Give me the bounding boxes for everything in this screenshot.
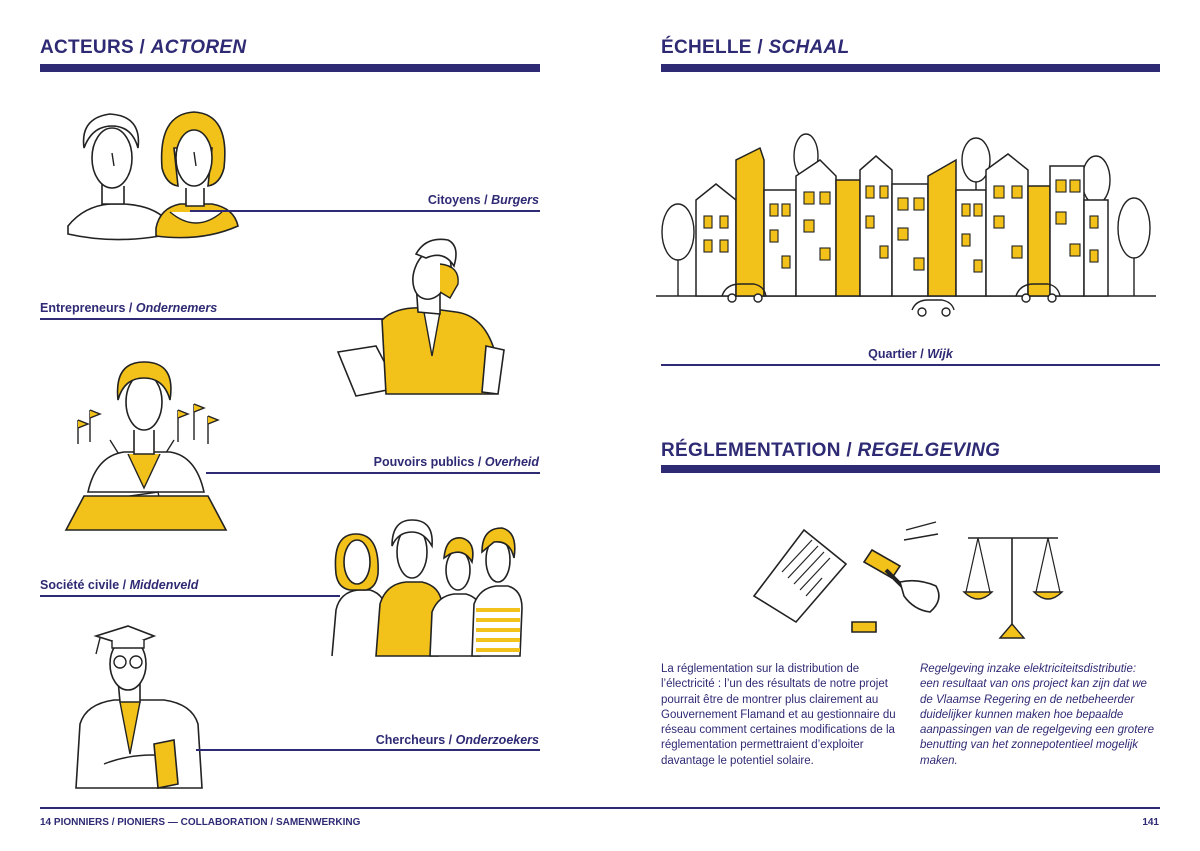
heading-rule [661, 64, 1160, 72]
actor-rule-government [206, 472, 540, 474]
actor-label-citizens: Citoyens / Burgers [427, 193, 539, 207]
researcher-illustration [75, 625, 203, 789]
section-heading-scale: ÉCHELLE / SCHAAL [661, 37, 850, 58]
actor-label-entrepreneurs: Entrepreneurs / Ondernemers [40, 301, 218, 315]
actor-label-civil-society: Société civile / Middenveld [40, 578, 199, 592]
document-icon [752, 528, 848, 624]
actor-label-researchers: Chercheurs / Onderzoekers [375, 733, 539, 747]
regulation-text-fr: La réglementation sur la distribution de… [661, 663, 896, 767]
citizens-illustration [67, 111, 239, 241]
scale-caption: Quartier / Wijk [868, 347, 953, 361]
page-number: 141 [1142, 817, 1159, 828]
scale-caption-rule [661, 364, 1160, 366]
section-heading-actors: ACTEURS / ACTOREN [40, 37, 247, 58]
section-heading-regulation: RÉGLEMENTATION / REGELGEVING [661, 440, 1001, 461]
gavel-icon [851, 521, 940, 633]
civil-society-illustration [331, 519, 523, 657]
heading-rule [40, 64, 540, 72]
heading-rule [661, 465, 1160, 473]
government-illustration [64, 361, 228, 531]
footer-rule [40, 807, 1160, 809]
footer-running-title: 14 PIONNIERS / PIONIERS — COLLABORATION … [40, 817, 361, 828]
entrepreneur-illustration [336, 238, 505, 397]
actor-label-government: Pouvoirs publics / Overheid [373, 455, 539, 469]
actor-rule-entrepreneurs [40, 318, 400, 320]
actor-rule-civil-society [40, 595, 340, 597]
scales-icon [962, 537, 1064, 639]
regulation-text-nl: Regelgeving inzake elektriciteitsdistrib… [920, 663, 1155, 767]
actor-rule-researchers [196, 749, 540, 751]
neighbourhood-illustration [656, 133, 1156, 317]
actor-rule-citizens [190, 210, 540, 212]
